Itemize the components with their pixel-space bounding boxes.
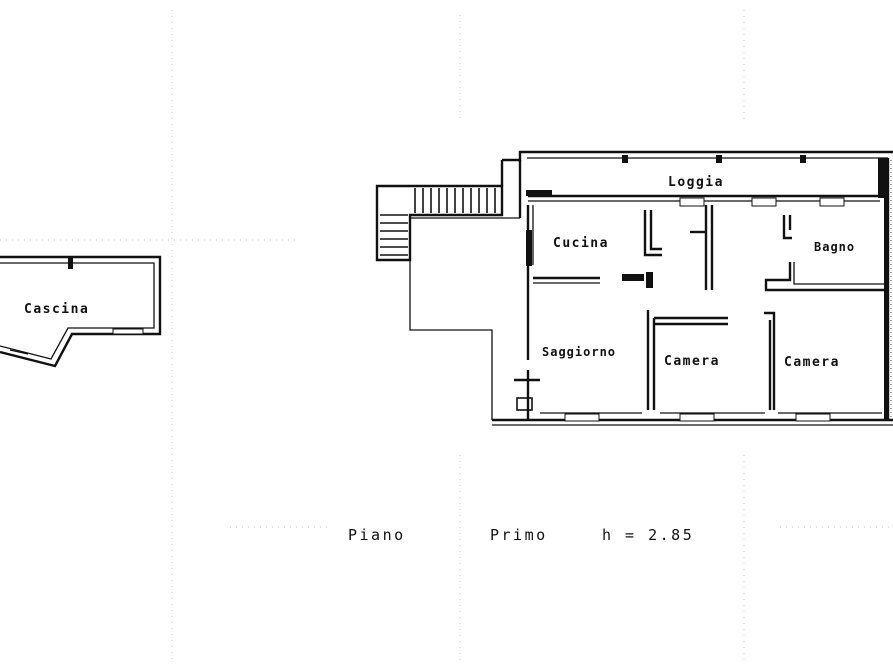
room-label-soggiorno: Saggiorno (542, 345, 616, 359)
construction-grid (0, 10, 893, 660)
cascina-label: Cascina (24, 302, 89, 317)
external-staircase (375, 184, 504, 262)
caption-floor: Piano (348, 526, 406, 544)
room-label-cucina: Cucina (553, 236, 609, 251)
corridor-walls (646, 205, 776, 410)
bathroom-walls (764, 215, 888, 292)
west-wall (514, 205, 540, 420)
room-label-loggia: Loggia (668, 175, 724, 190)
apartment-outer-walls (492, 150, 893, 426)
loggia-wall (526, 155, 884, 207)
cascina-outbuilding (0, 255, 162, 368)
room-label-camera-2: Camera (784, 355, 840, 370)
caption-level: Primo (490, 526, 548, 544)
south-windows (564, 413, 831, 422)
room-label-bagno: Bagno (814, 240, 855, 254)
caption-height: h = 2.85 (602, 526, 694, 544)
terrace-annex (409, 217, 520, 420)
kitchen-walls (533, 210, 662, 288)
room-label-camera-1: Camera (664, 354, 720, 369)
